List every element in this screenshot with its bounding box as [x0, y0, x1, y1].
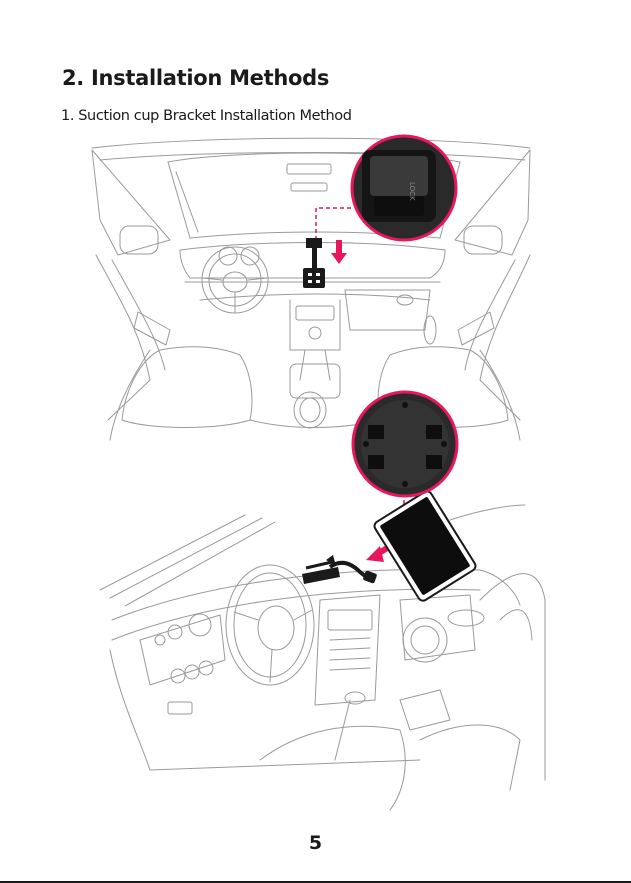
bracket-back-plate-closeup — [353, 392, 457, 496]
page-number: 5 — [0, 832, 631, 854]
tablet-device — [373, 490, 478, 603]
bracket-mount — [302, 555, 377, 584]
